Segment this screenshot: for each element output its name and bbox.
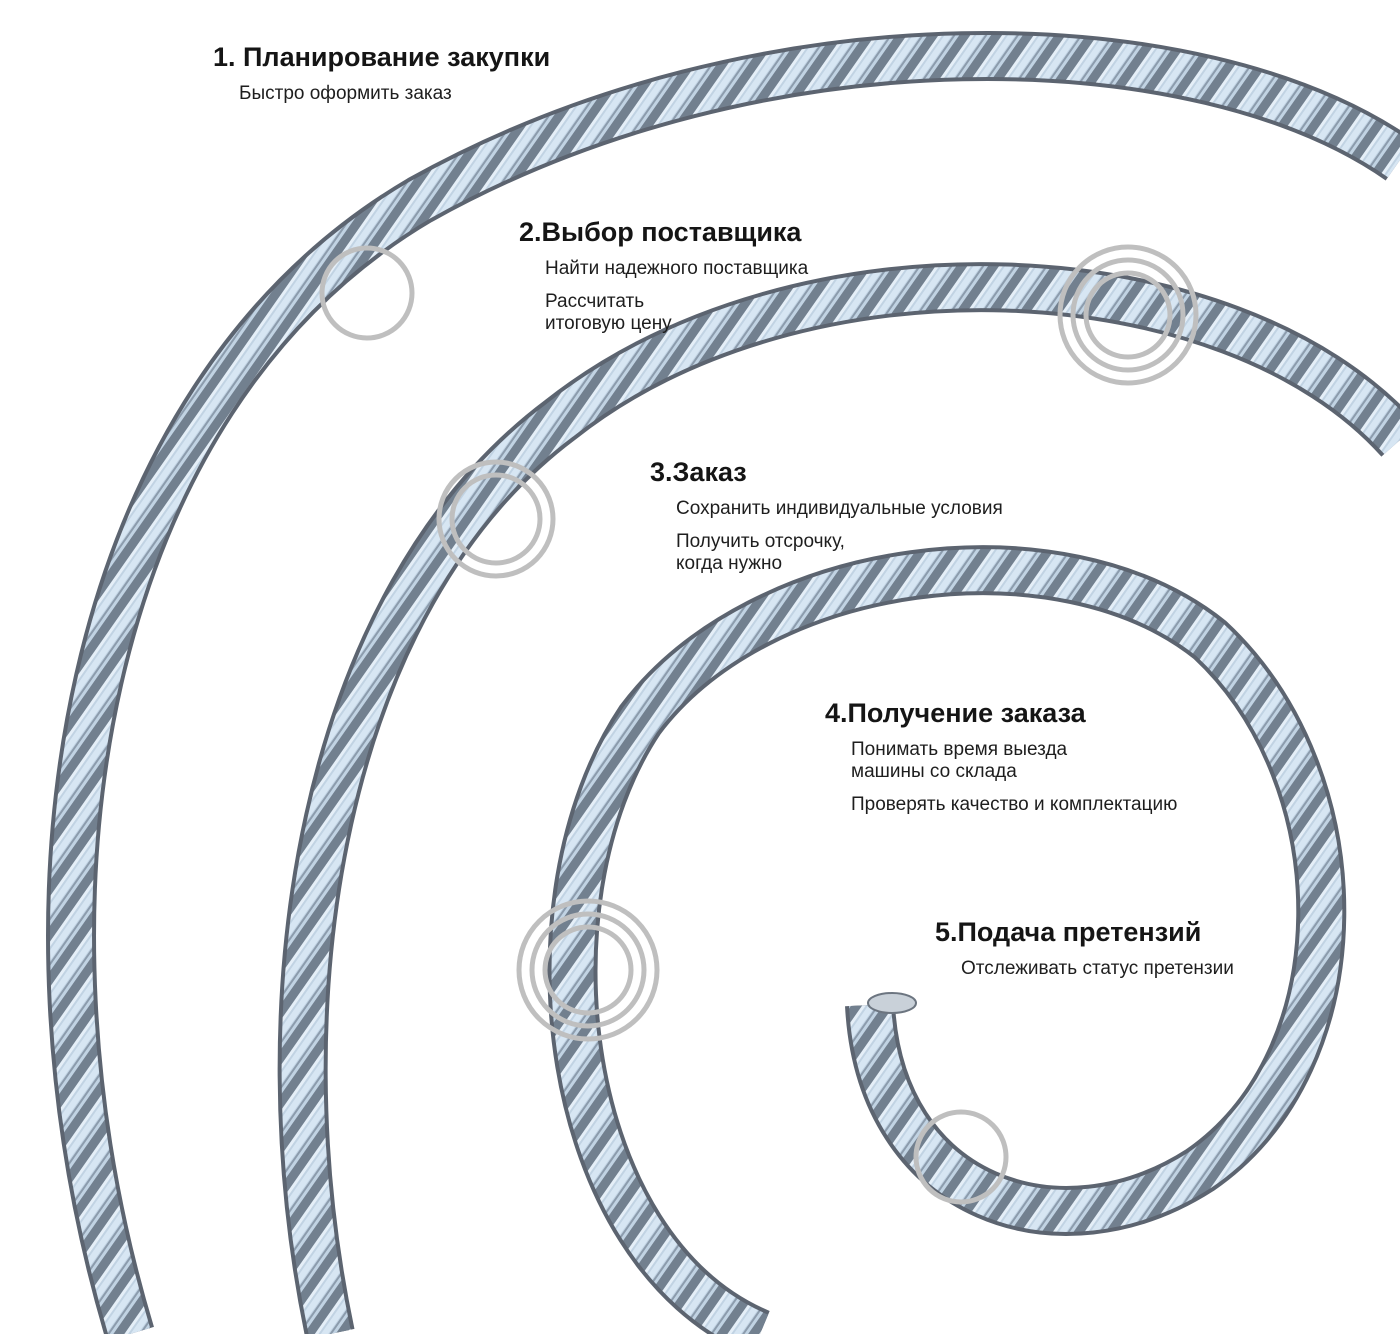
step-claims: 5.Подача претензий Отслеживать статус пр… xyxy=(935,916,1234,991)
step-marker-4 xyxy=(516,898,660,1042)
step-item: Проверять качество и комплектацию xyxy=(851,794,1178,816)
step-title: 3.Заказ xyxy=(650,457,747,487)
step-item: Отслеживать статус претензии xyxy=(961,958,1234,980)
step-order: 3.Заказ Сохранить индивидуальные условия… xyxy=(650,456,1003,586)
step-title: 2.Выбор поставщика xyxy=(519,217,802,247)
rope xyxy=(46,31,1400,1334)
step-item: Получить отсрочку, когда нужно xyxy=(676,531,845,575)
step-title: 1. Планирование закупки xyxy=(213,42,551,72)
step-supplier-selection: 2.Выбор поставщика Найти надежного поста… xyxy=(519,216,808,346)
step-marker-1 xyxy=(319,245,415,341)
step-item: Найти надежного поставщика xyxy=(545,258,809,280)
step-marker-2 xyxy=(1057,244,1199,386)
step-title: 4.Получение заказа xyxy=(825,698,1086,728)
step-items: Быстро оформить заказ xyxy=(239,83,550,105)
step-items: Сохранить индивидуальные условия Получит… xyxy=(676,498,1003,575)
step-marker-3 xyxy=(436,459,556,579)
step-items: Отслеживать статус претензии xyxy=(961,958,1234,980)
step-items: Понимать время выезда машины со склада П… xyxy=(851,739,1177,816)
step-item: Понимать время выезда машины со склада xyxy=(851,739,1068,783)
step-item: Быстро оформить заказ xyxy=(239,83,452,105)
step-planning: 1. Планирование закупки Быстро оформить … xyxy=(213,41,550,116)
step-order-receipt: 4.Получение заказа Понимать время выезда… xyxy=(825,697,1177,827)
step-title: 5.Подача претензий xyxy=(935,917,1202,947)
rope-end-cap xyxy=(867,992,917,1014)
step-marker-5 xyxy=(913,1109,1009,1205)
step-item: Рассчитать итоговую цену xyxy=(545,291,672,335)
step-item: Сохранить индивидуальные условия xyxy=(676,498,1003,520)
step-items: Найти надежного поставщика Рассчитать ит… xyxy=(545,258,808,335)
